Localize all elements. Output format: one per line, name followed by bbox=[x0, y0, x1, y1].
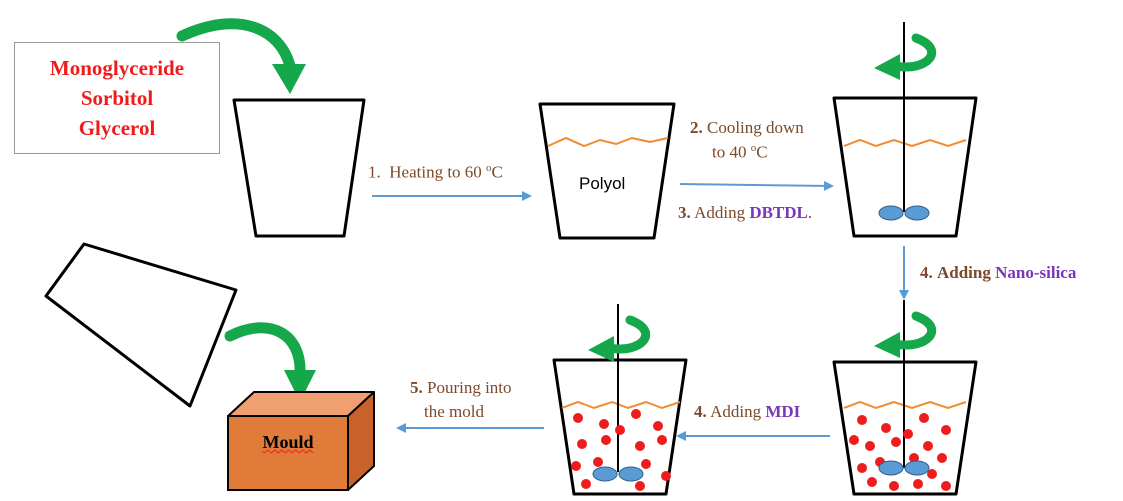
beaker-mdi bbox=[552, 304, 688, 496]
step4b-text: Adding bbox=[710, 402, 766, 421]
pouring-beaker bbox=[44, 242, 238, 408]
rotation-arrow-icon bbox=[588, 315, 650, 362]
step3-period: . bbox=[807, 203, 813, 222]
step5-label: 5. Pouring into bbox=[410, 378, 512, 398]
step1-number: 1. bbox=[368, 162, 381, 182]
step4b-reagent: MDI bbox=[765, 402, 801, 421]
step5-text-line1: Pouring into bbox=[427, 378, 512, 397]
step2-degree: o bbox=[750, 142, 757, 154]
liquid-surface bbox=[547, 136, 669, 148]
step3-reagent: DBTDL bbox=[749, 203, 808, 222]
ingredient-sorbitol: Sorbitol bbox=[80, 86, 154, 110]
step1-text: Heating to 60 bbox=[389, 162, 487, 182]
step2-label: 2. Cooling down bbox=[690, 118, 804, 138]
step1-unit: C bbox=[491, 162, 503, 182]
particles bbox=[849, 413, 951, 491]
ingredients-box: Monoglyceride Sorbitol Glycerol bbox=[14, 42, 220, 154]
step5-label-line2: the mold bbox=[424, 402, 484, 421]
ingredient-monoglyceride: Monoglyceride bbox=[49, 56, 185, 80]
step4a-number: 4. bbox=[920, 263, 933, 282]
rotation-arrow-icon bbox=[874, 33, 936, 80]
beaker-stirred-dbtdl bbox=[832, 22, 978, 238]
step3-number: 3. bbox=[678, 203, 691, 222]
mould-label-text: Mould bbox=[262, 432, 314, 452]
step4b-label: 4. Adding MDI bbox=[694, 402, 800, 422]
step2-text-line2: to 40 bbox=[712, 142, 751, 162]
beaker-empty bbox=[232, 98, 366, 238]
step4b-number: 4. bbox=[694, 402, 707, 421]
mould-label: Mould bbox=[228, 432, 348, 453]
mould-box bbox=[227, 391, 375, 491]
step2-number: 2. bbox=[690, 118, 703, 137]
step2-text-line1: Cooling down bbox=[707, 118, 804, 137]
step2-unit: C bbox=[756, 142, 768, 162]
rotation-arrow-icon bbox=[874, 311, 936, 358]
beaker-nanosilica bbox=[832, 300, 978, 496]
step4a-text: Adding bbox=[937, 263, 996, 282]
step3-text: Adding bbox=[694, 203, 750, 222]
step5-number: 5. bbox=[410, 378, 423, 397]
step3-label: 3. Adding DBTDL. bbox=[678, 203, 812, 223]
step1-degree: o bbox=[486, 162, 492, 174]
beaker-polyol bbox=[538, 102, 676, 240]
step4a-label: 4. Adding Nano-silica bbox=[920, 263, 1076, 283]
step4a-reagent: Nano-silica bbox=[995, 263, 1077, 282]
step1-label: 1. Heating to 60 oC bbox=[368, 162, 503, 183]
ingredient-glycerol: Glycerol bbox=[78, 116, 156, 140]
particles bbox=[571, 409, 671, 491]
step2-label-line2: to 40 oC bbox=[712, 142, 768, 163]
pour-arrow-icon bbox=[176, 18, 306, 94]
arrow-step2 bbox=[679, 180, 834, 191]
pour-arrow-icon bbox=[224, 322, 316, 402]
beaker-label-polyol: Polyol bbox=[579, 174, 626, 193]
